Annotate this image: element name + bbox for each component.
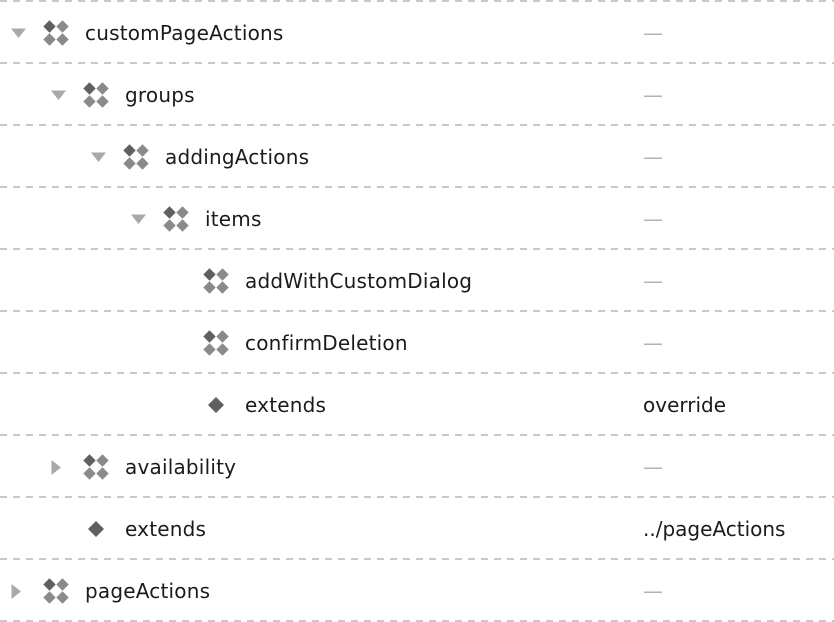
tree-row[interactable]: addingActions — bbox=[0, 126, 834, 188]
node-label: extends bbox=[245, 393, 327, 417]
node-value: — bbox=[643, 455, 663, 479]
tree-row[interactable]: confirmDeletion — bbox=[0, 312, 834, 374]
tree-row[interactable]: extends ../pageActions bbox=[0, 498, 834, 560]
four-diamonds-icon bbox=[123, 144, 149, 170]
node-value: — bbox=[643, 269, 663, 293]
node-type-icon bbox=[43, 20, 69, 46]
node-label: items bbox=[205, 207, 262, 231]
triangle-right-icon[interactable] bbox=[10, 583, 22, 600]
node-value: override bbox=[643, 393, 727, 417]
node-type-icon bbox=[163, 206, 189, 232]
node-value: — bbox=[643, 83, 663, 107]
node-value: — bbox=[643, 21, 663, 45]
tree-row[interactable]: groups — bbox=[0, 64, 834, 126]
node-type-icon bbox=[123, 144, 149, 170]
indent-spacer bbox=[10, 529, 50, 530]
expand-toggle[interactable] bbox=[10, 27, 43, 39]
four-diamonds-icon bbox=[43, 20, 69, 46]
indent-spacer bbox=[10, 95, 50, 96]
indent-spacer bbox=[10, 405, 170, 406]
expand-toggle[interactable] bbox=[10, 583, 43, 600]
tree-row[interactable]: items — bbox=[0, 188, 834, 250]
node-type-icon bbox=[83, 82, 109, 108]
tree-row[interactable]: addWithCustomDialog — bbox=[0, 250, 834, 312]
node-type-icon bbox=[203, 268, 229, 294]
node-label: availability bbox=[125, 455, 237, 479]
node-label: extends bbox=[125, 517, 207, 541]
expand-toggle[interactable] bbox=[50, 459, 83, 476]
node-type-icon bbox=[203, 392, 229, 418]
node-value: — bbox=[643, 331, 663, 355]
node-label: addingActions bbox=[165, 145, 310, 169]
four-diamonds-icon bbox=[203, 268, 229, 294]
four-diamonds-icon bbox=[83, 82, 109, 108]
four-diamonds-icon bbox=[163, 206, 189, 232]
triangle-down-icon[interactable] bbox=[10, 27, 27, 39]
node-label: customPageActions bbox=[85, 21, 284, 45]
node-type-icon bbox=[43, 578, 69, 604]
node-value: — bbox=[643, 145, 663, 169]
node-value: — bbox=[643, 579, 663, 603]
diamond-icon bbox=[208, 397, 224, 413]
indent-spacer bbox=[10, 219, 130, 220]
triangle-right-icon[interactable] bbox=[50, 459, 62, 476]
four-diamonds-icon bbox=[43, 578, 69, 604]
node-value: ../pageActions bbox=[643, 517, 786, 541]
node-label: groups bbox=[125, 83, 195, 107]
indent-spacer bbox=[10, 157, 90, 158]
four-diamonds-icon bbox=[83, 454, 109, 480]
node-type-icon bbox=[83, 516, 109, 542]
four-diamonds-icon bbox=[203, 330, 229, 356]
node-label: addWithCustomDialog bbox=[245, 269, 473, 293]
indent-spacer bbox=[10, 467, 50, 468]
expand-toggle[interactable] bbox=[50, 89, 83, 101]
tree-row[interactable]: availability — bbox=[0, 436, 834, 498]
tree-row[interactable]: pageActions — bbox=[0, 560, 834, 622]
indent-spacer bbox=[10, 281, 170, 282]
indent-spacer bbox=[10, 343, 170, 344]
tree-row[interactable]: extends override bbox=[0, 374, 834, 436]
expand-toggle[interactable] bbox=[130, 213, 163, 225]
triangle-down-icon[interactable] bbox=[130, 213, 147, 225]
node-type-icon bbox=[203, 330, 229, 356]
node-type-icon bbox=[83, 454, 109, 480]
node-value: — bbox=[643, 207, 663, 231]
node-label: confirmDeletion bbox=[245, 331, 408, 355]
triangle-down-icon[interactable] bbox=[50, 89, 67, 101]
tree-row[interactable]: customPageActions — bbox=[0, 2, 834, 64]
expand-toggle[interactable] bbox=[90, 151, 123, 163]
node-label: pageActions bbox=[85, 579, 211, 603]
triangle-down-icon[interactable] bbox=[90, 151, 107, 163]
diamond-icon bbox=[88, 521, 104, 537]
